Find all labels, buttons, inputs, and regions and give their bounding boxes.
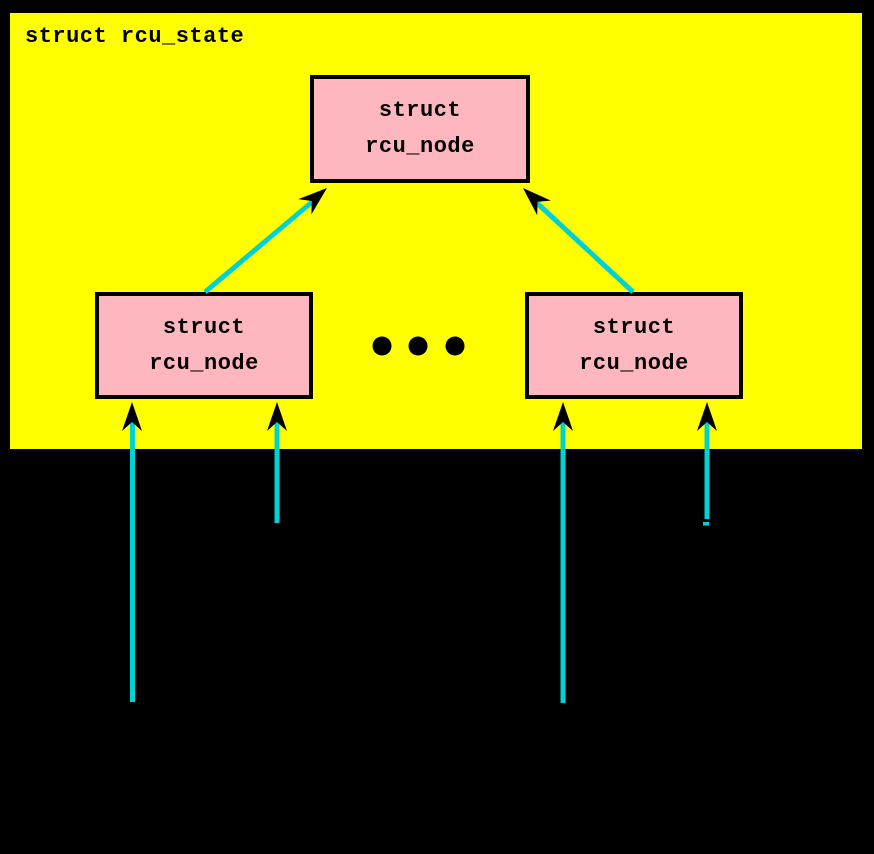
rcu-node-right-line2: rcu_node [579, 350, 689, 376]
rcu-node-root-box: struct rcu_node [310, 75, 530, 183]
rcu-node-right-line1: struct [592, 314, 676, 340]
rcu-node-root-line2: rcu_node [365, 134, 475, 159]
rcu-node-root-line1: struct [378, 98, 462, 123]
rcu-state-label: struct rcu_state [25, 24, 245, 49]
rcu-node-left-line2: rcu_node [149, 350, 259, 376]
rcu-node-left-line1: struct [162, 314, 246, 340]
rcu-node-left-box: struct rcu_node [95, 292, 313, 399]
edge-below-to-right-2-dash [703, 522, 709, 526]
rcu-node-right-box: struct rcu_node [525, 292, 743, 399]
